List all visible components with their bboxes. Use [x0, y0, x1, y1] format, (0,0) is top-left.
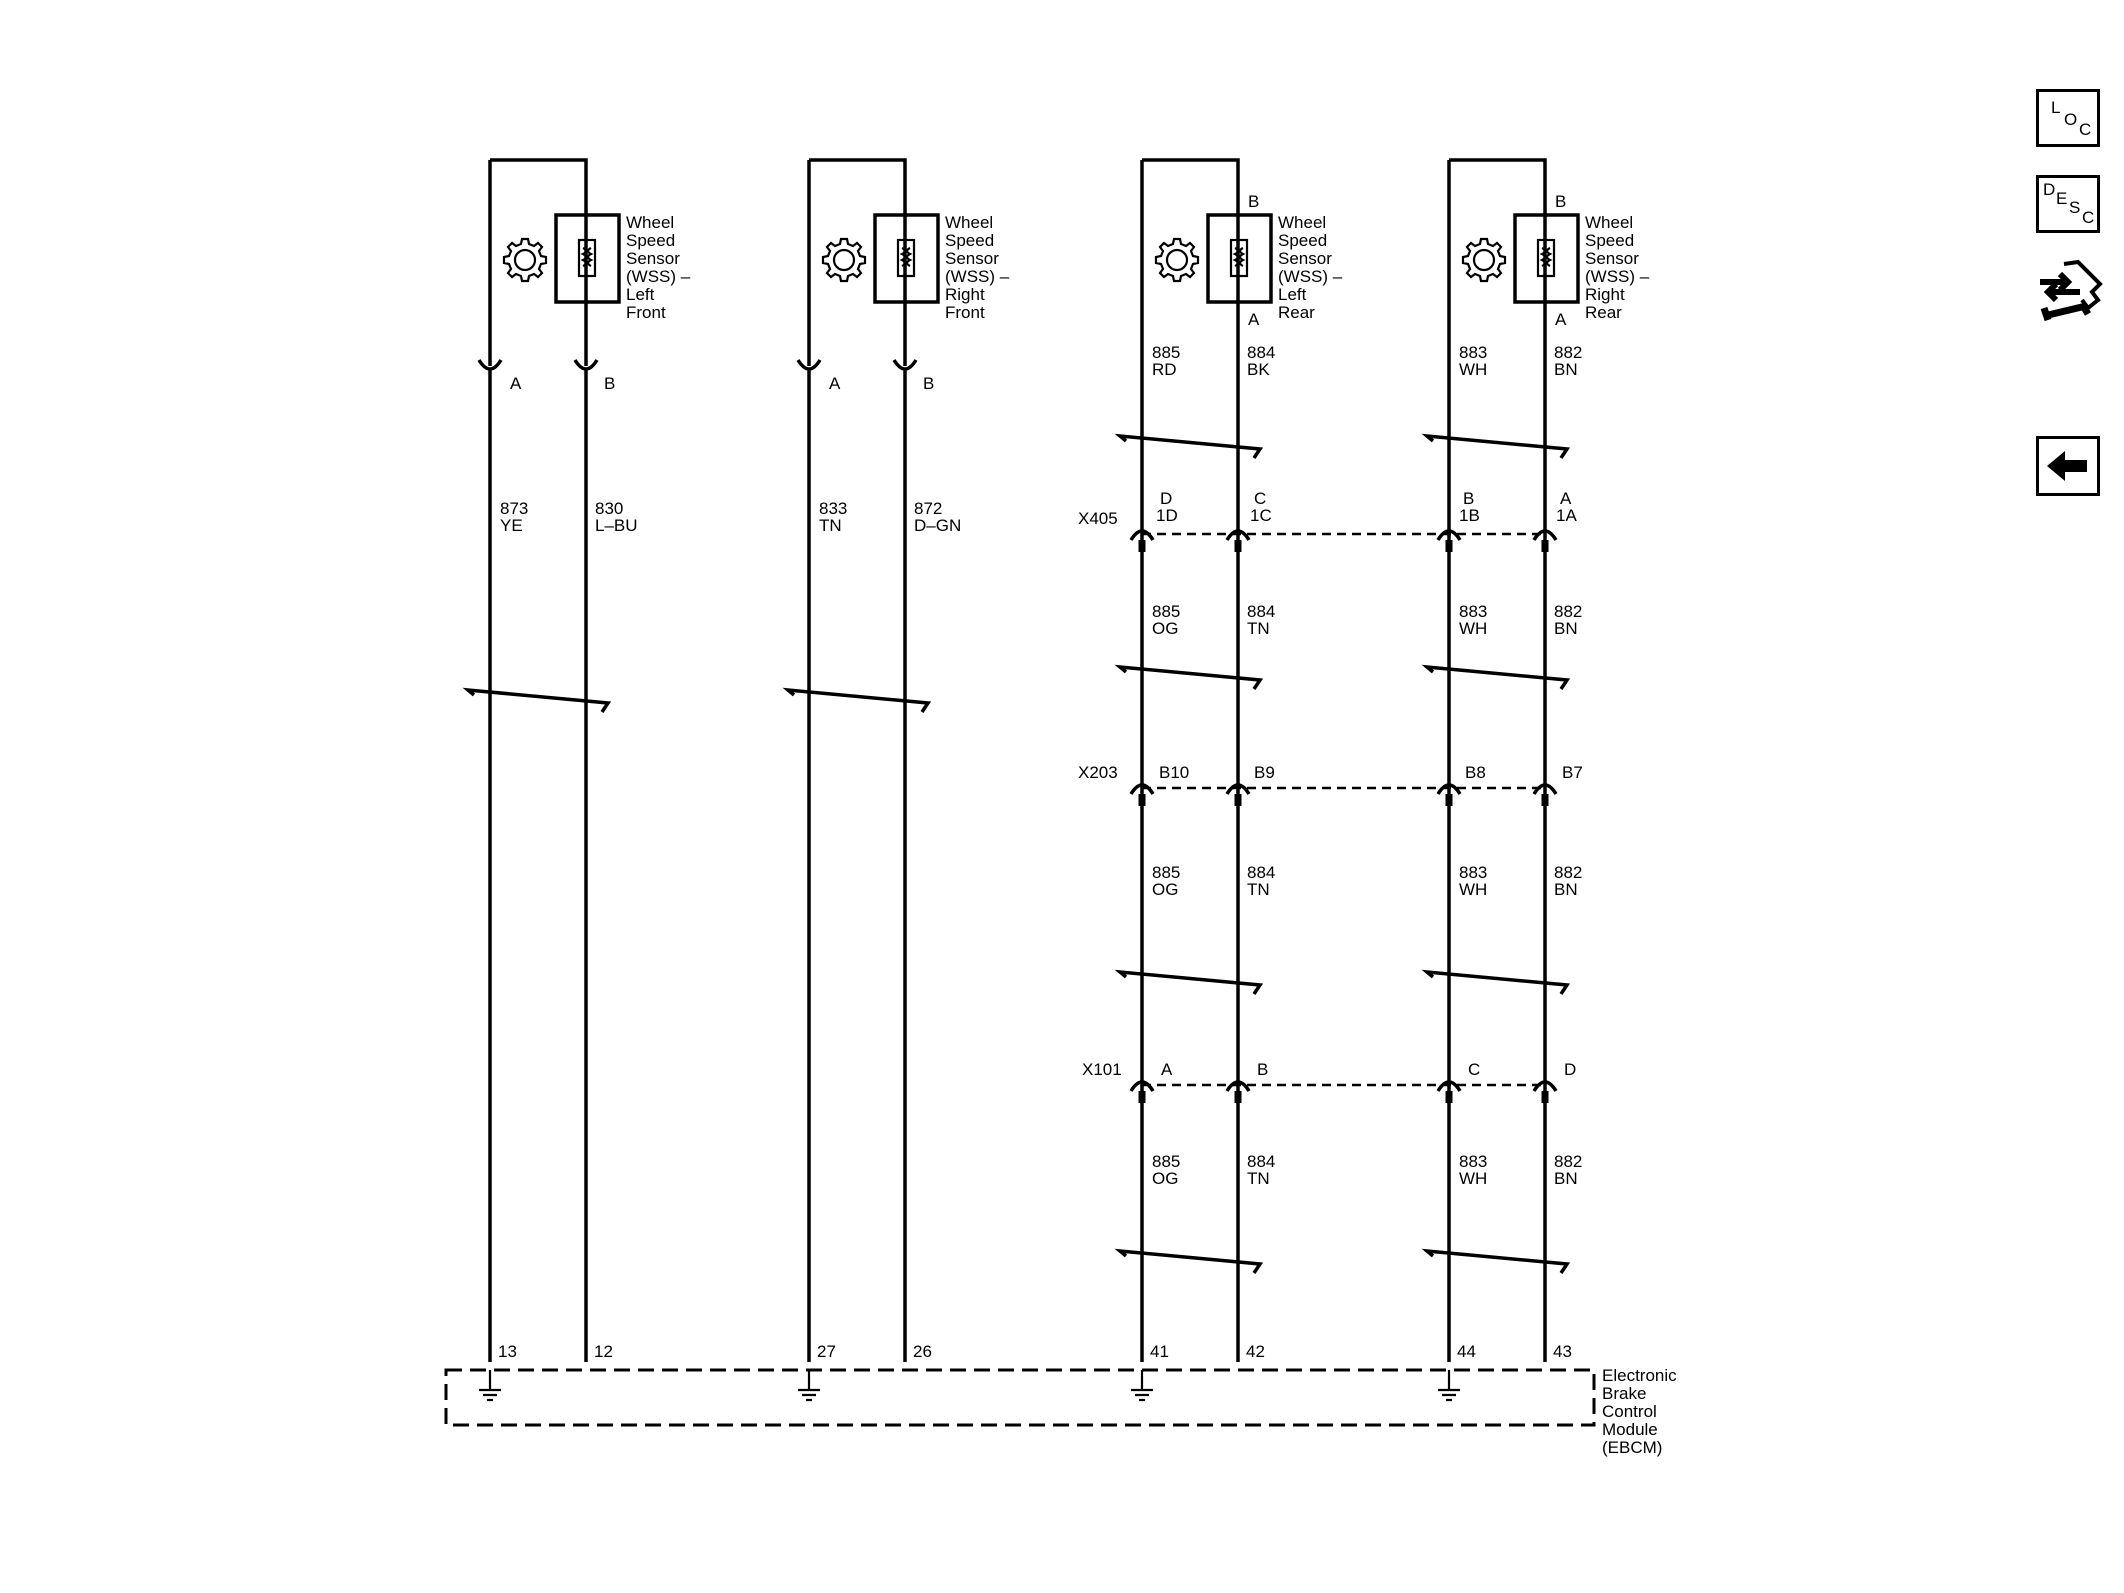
ebcm-module: Electronic Brake Control Module (EBCM) — [444, 1366, 1681, 1457]
x203-pin-b7: B7 — [1562, 763, 1583, 782]
service-information-button[interactable] — [2034, 256, 2106, 334]
service-information-icon — [2040, 259, 2103, 322]
loc-letter-c: C — [2079, 120, 2092, 139]
wire-873-label: 873 YE — [500, 499, 533, 535]
x101-pin-c: C — [1468, 1060, 1480, 1079]
ebcm-pin-43: 43 — [1553, 1342, 1572, 1361]
x101-pin-b: B — [1257, 1060, 1268, 1079]
wire-833-label: 833 TN — [819, 499, 852, 535]
wss-lr-pin-a: A — [1248, 310, 1260, 329]
x405-pin-b: B 1B — [1459, 489, 1480, 525]
wss-right-front-label: Wheel Speed Sensor (WSS) – Right Front — [945, 213, 1014, 322]
gear-icon — [821, 237, 867, 283]
x405-pin-a: A 1A — [1556, 489, 1577, 525]
x405-pin-d: D 1D — [1156, 489, 1178, 525]
gear-icon — [1461, 237, 1507, 283]
connector-x101-name: X101 — [1082, 1060, 1122, 1079]
wss-rr-pin-b: B — [1555, 192, 1566, 211]
wire-882-label: 882 BN — [1554, 343, 1587, 379]
x203-pin-b9: B9 — [1254, 763, 1275, 782]
ebcm-pin-42: 42 — [1246, 1342, 1265, 1361]
ebcm-pin-13: 13 — [498, 1342, 517, 1361]
ebcm-pin-26: 26 — [913, 1342, 932, 1361]
conn-rf-b: B — [923, 374, 934, 393]
ebcm-pin-12: 12 — [594, 1342, 613, 1361]
gear-icon — [1154, 237, 1200, 283]
conn-lf-b: B — [604, 374, 615, 393]
back-arrow-icon — [2047, 451, 2087, 481]
wire-884-label: 884 BK — [1247, 343, 1280, 379]
back-button[interactable] — [2036, 436, 2100, 496]
desc-letter-s: S — [2069, 198, 2081, 217]
desc-letter-e: E — [2056, 189, 2068, 208]
x203-pin-b8: B8 — [1465, 763, 1486, 782]
wss-right-rear-label: Wheel Speed Sensor (WSS) – Right Rear — [1585, 213, 1654, 322]
wss-left-front-label: Wheel Speed Sensor (WSS) – Left Front — [626, 213, 695, 322]
wss-left-rear: B A Wheel Speed Sensor (WSS) – Left Rear… — [1140, 158, 1347, 1362]
wire-885-label: 885 RD — [1152, 343, 1185, 379]
loc-letter-l: L — [2051, 98, 2061, 117]
x101-pin-d: D — [1564, 1060, 1576, 1079]
conn-rf-a: A — [829, 374, 841, 393]
conn-lf-a: A — [510, 374, 522, 393]
wss-right-front: Wheel Speed Sensor (WSS) – Right Front A… — [782, 158, 1014, 1362]
ebcm-label: Electronic Brake Control Module (EBCM) — [1602, 1366, 1681, 1457]
ebcm-pin-44: 44 — [1457, 1342, 1476, 1361]
twisted-pair-marker — [462, 687, 612, 713]
ground-symbols — [479, 1370, 1460, 1402]
wss-right-rear: B A Wheel Speed Sensor (WSS) – Right Rea… — [1447, 158, 1654, 1362]
twisted-pair-markers-rear — [1114, 433, 1571, 1274]
wss-left-front: Wheel Speed Sensor (WSS) – Left Front A … — [462, 158, 695, 1362]
wss-left-rear-label: Wheel Speed Sensor (WSS) – Left Rear — [1278, 213, 1347, 322]
twisted-pair-marker — [782, 687, 932, 713]
gear-icon — [502, 237, 548, 283]
loc-letter-o: O — [2064, 110, 2078, 129]
x101-pin-a: A — [1161, 1060, 1173, 1079]
wire-830-label: 830 L–BU — [595, 499, 638, 535]
wire-872-label: 872 D–GN — [914, 499, 961, 535]
desc-letter-c: C — [2082, 208, 2095, 227]
location-button[interactable]: L O C — [2036, 89, 2100, 147]
wss-rr-pin-a: A — [1555, 310, 1567, 329]
connector-x203-name: X203 — [1078, 763, 1118, 782]
connector-x405-name: X405 — [1078, 509, 1118, 528]
x405-pin-c: C 1C — [1250, 489, 1272, 525]
desc-letter-d: D — [2043, 180, 2056, 199]
x203-pin-b10: B10 — [1159, 763, 1189, 782]
wire-883-label: 883 WH — [1459, 343, 1492, 379]
ebcm-pin-27: 27 — [817, 1342, 836, 1361]
wss-lr-pin-b: B — [1248, 192, 1259, 211]
description-button[interactable]: D E S C — [2036, 175, 2100, 233]
ebcm-pin-41: 41 — [1150, 1342, 1169, 1361]
wss-left-front-body — [554, 205, 621, 352]
